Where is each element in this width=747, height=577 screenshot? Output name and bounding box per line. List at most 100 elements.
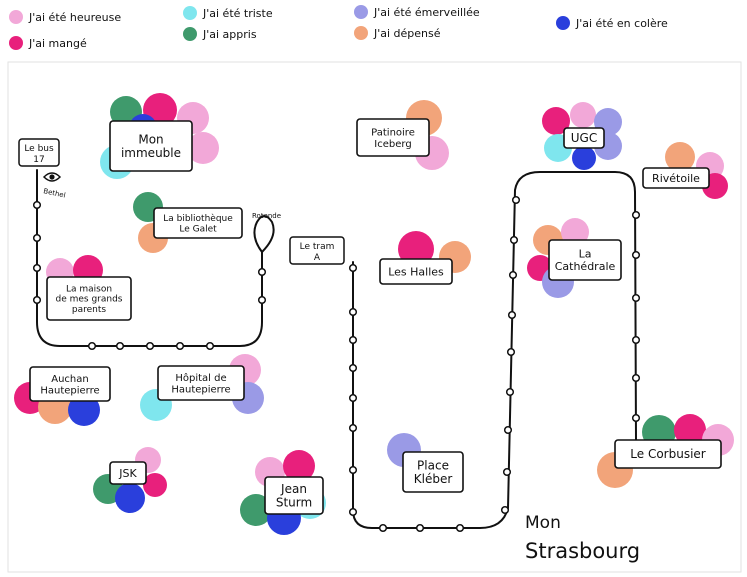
stop-dot	[348, 507, 358, 517]
place-label-box	[642, 167, 710, 189]
legend-swatch-triste	[183, 6, 197, 20]
stop-dot	[348, 393, 358, 403]
emotion-dot-heureuse	[187, 132, 219, 164]
emotion-dot-mange	[283, 450, 315, 482]
map-title-line-1: Mon	[525, 513, 561, 533]
route-stops	[32, 195, 641, 533]
place-name-line: Kléber	[414, 472, 453, 486]
stop-dot	[500, 505, 510, 515]
place-name-line: Hôpital de	[175, 372, 226, 384]
emotion-dot-mange	[674, 414, 706, 446]
stop-dot	[348, 335, 358, 345]
emotion-dot-mange	[542, 107, 570, 135]
place-label-les-halles: Les Halles	[379, 258, 453, 285]
legend-label-heureuse: J'ai été heureuse	[28, 11, 121, 24]
stop-dot	[257, 295, 267, 305]
legend-swatch-depense	[354, 26, 368, 40]
stop-dot	[115, 341, 125, 351]
emotion-dot-colere	[68, 394, 100, 426]
place-name-line: Jean	[280, 482, 307, 496]
stop-dot	[32, 200, 42, 210]
stop-dot	[32, 233, 42, 243]
emotion-dot-colere	[572, 146, 596, 170]
place-label-box	[109, 120, 193, 172]
place-name-line: Sturm	[276, 496, 312, 510]
emotion-dot-depense	[665, 142, 695, 172]
place-name-line: Cathédrale	[555, 260, 616, 273]
place-label-le-corbusier: Le Corbusier	[614, 439, 722, 469]
place-label-box	[356, 118, 430, 157]
stop-dot	[145, 341, 155, 351]
stop-dot	[511, 195, 521, 205]
stop-dot	[348, 307, 358, 317]
stop-dot	[505, 387, 515, 397]
stop-dot	[503, 425, 513, 435]
legend-swatch-heureuse	[9, 10, 23, 24]
place-name-line: Patinoire	[371, 127, 415, 138]
stop-dot	[257, 267, 267, 277]
stop-dot	[175, 341, 185, 351]
legend-label-mange: J'ai mangé	[28, 37, 87, 50]
place-name-line: Rivétoile	[652, 172, 700, 185]
svg-text:17: 17	[33, 155, 44, 165]
map-title-line-2: Strasbourg	[525, 539, 640, 563]
emotion-dot-mange	[143, 473, 167, 497]
place-name-line: Le Galet	[179, 224, 217, 234]
place-name-line: Place	[417, 458, 449, 472]
place-label-box	[153, 207, 243, 239]
place-name-line: parents	[72, 305, 107, 315]
tram-a-label: Le tram A	[289, 236, 345, 265]
svg-text:Le bus: Le bus	[24, 144, 54, 154]
stop-dot	[378, 523, 388, 533]
stop-dot	[631, 335, 641, 345]
stop-dot	[32, 263, 42, 273]
stop-dot	[631, 413, 641, 423]
place-name-line: JSK	[118, 467, 137, 480]
legend-label-triste: J'ai été triste	[202, 7, 273, 20]
place-name-line: La bibliothèque	[163, 213, 233, 224]
place-label-ugc: UGC	[563, 127, 605, 149]
stop-dot	[348, 363, 358, 373]
place-name-line: La maison	[66, 284, 112, 294]
place-name-line: La	[579, 248, 592, 261]
legend-label-depense: J'ai dépensé	[373, 27, 441, 40]
legend-swatch-emerveillee	[354, 5, 368, 19]
place-name-line: Le Corbusier	[630, 447, 706, 461]
emotion-dot-heureuse	[570, 102, 596, 128]
place-name-line: Hautepierre	[40, 385, 99, 396]
emotion-dot-colere	[115, 483, 145, 513]
stop-dot	[502, 467, 512, 477]
place-label-rivetoile: Rivétoile	[642, 167, 710, 189]
stop-dot	[631, 250, 641, 260]
legend: J'ai été heureuse J'ai mangé J'ai été tr…	[9, 5, 668, 50]
legend-label-emerveillee: J'ai été émerveillée	[373, 6, 480, 19]
legend-swatch-mange	[9, 36, 23, 50]
stop-dot	[415, 523, 425, 533]
place-label-box	[29, 366, 111, 402]
place-name-line: Les Halles	[388, 265, 444, 278]
svg-text:Le tram: Le tram	[300, 242, 335, 252]
stop-dot	[455, 523, 465, 533]
stop-dot	[348, 423, 358, 433]
place-label-box	[157, 365, 245, 401]
legend-swatch-colere	[556, 16, 570, 30]
stop-dot	[509, 235, 519, 245]
place-label-box	[46, 276, 132, 321]
emotion-dot-appris	[240, 494, 272, 526]
bus-17-label: Le bus 17	[18, 138, 60, 167]
place-name-line: Hautepierre	[171, 384, 230, 395]
stop-dot	[348, 465, 358, 475]
legend-label-colere: J'ai été en colère	[575, 17, 668, 30]
place-label-box	[379, 258, 453, 285]
place-label-jsk: JSK	[109, 461, 147, 485]
stop-dot	[205, 341, 215, 351]
